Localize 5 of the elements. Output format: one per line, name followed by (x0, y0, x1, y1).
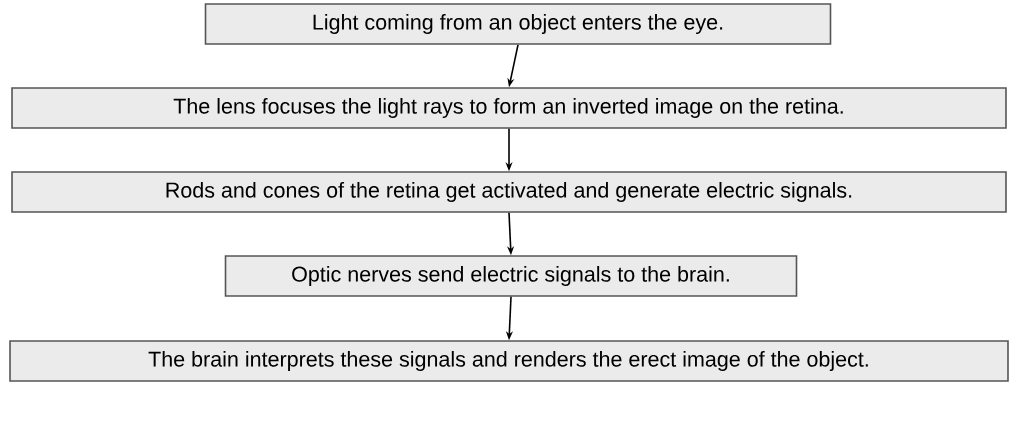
process-box: The lens focuses the light rays to form an inverted image on the retina. (11, 87, 1007, 129)
process-box: The brain interprets these signals and renders the erect image of the object. (9, 340, 1009, 382)
process-box: Light coming from an object enters the eye. (204, 3, 832, 45)
process-box: Rods and cones of the retina get activated and generate electric signals. (11, 171, 1007, 213)
process-box: Optic nerves send electric signals to the brain. (224, 255, 798, 297)
